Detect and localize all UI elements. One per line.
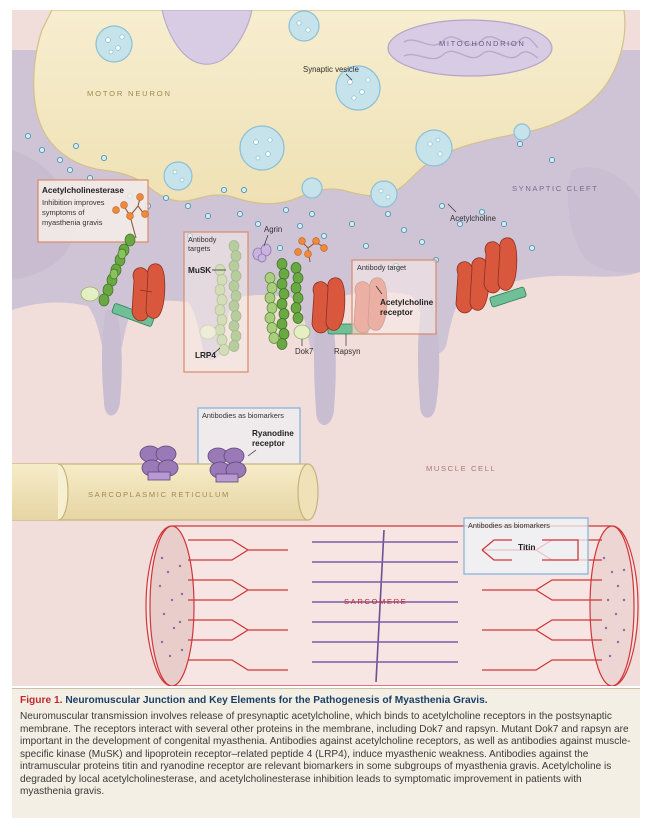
agrin-like-molecule	[294, 237, 328, 263]
mitochondrion: MITOCHONDRION	[161, 10, 553, 77]
musk-label: MuSK	[188, 266, 211, 275]
acetylcholinesterase-line-2: symptoms of	[42, 208, 85, 217]
muscle-cell-label: MUSCLE CELL	[426, 464, 496, 473]
synaptic-cleft-label: SYNAPTIC CLEFT	[512, 184, 599, 193]
synaptic-vesicles	[95, 10, 531, 208]
ryanodine-box-header: Antibodies as biomarkers	[202, 411, 284, 420]
titin-label: Titin	[518, 542, 536, 552]
acetylcholinesterase-line-1: Inhibition improves	[42, 198, 105, 207]
lrp4-pointer	[211, 347, 221, 356]
acetylcholinesterase-title: Acetylcholinesterase	[42, 186, 124, 195]
agrin-label: Agrin	[264, 225, 282, 234]
acetylcholinesterase-molecule	[112, 193, 149, 239]
agrin-molecule	[252, 243, 272, 263]
receptor-pointer	[375, 285, 383, 295]
ryanodine-pointer	[247, 449, 257, 457]
ryanodine-line-1: Ryanodine	[252, 429, 294, 438]
synaptic-vesicle-label: Synaptic vesicle	[303, 65, 359, 74]
acetylcholine-label: Acetylcholine	[450, 214, 496, 223]
vesicle-pointer	[345, 73, 353, 81]
figure-label: Figure 1.	[20, 695, 63, 706]
caption-title: Figure 1. Neuromuscular Junction and Key…	[20, 695, 488, 706]
acetylcholine-receptor-line-1: Acetylcholine	[380, 298, 434, 307]
titin-box-header: Antibodies as biomarkers	[468, 521, 550, 530]
figure-title: Neuromuscular Junction and Key Elements …	[65, 695, 488, 706]
lrp4-label: LRP4	[195, 351, 216, 360]
antibody-targets-line-1: Antibody	[188, 235, 217, 244]
acetylcholinesterase-line-3: myasthenia gravis	[42, 218, 103, 227]
antibody-target-header: Antibody target	[357, 263, 406, 272]
sarcoplasmic-reticulum-label: SARCOPLASMIC RETICULUM	[88, 490, 230, 499]
dok7-label: Dok7	[295, 347, 313, 356]
caption-panel: Figure 1. Neuromuscular Junction and Key…	[12, 688, 640, 818]
sarcomere-label: SARCOMERE	[344, 597, 407, 606]
agrin-pointer	[263, 234, 269, 247]
acetylcholine-pointer	[447, 203, 457, 213]
acetylcholinesterase-box: Acetylcholinesterase Inhibition improves…	[37, 179, 149, 243]
rapsyn-label: Rapsyn	[334, 347, 360, 356]
antibody-target-box: Antibody target Acetylcholine receptor	[351, 259, 437, 335]
mitochondrion-label: MITOCHONDRION	[439, 39, 525, 48]
caption-body: Neuromuscular transmission involves rele…	[20, 711, 631, 798]
titin-box: Antibodies as biomarkers Titin	[463, 517, 589, 575]
ryanodine-line-2: receptor	[252, 439, 286, 448]
vesicle-contents	[105, 20, 443, 200]
motor-neuron-label: MOTOR NEURON	[87, 89, 172, 98]
antibody-targets-box: Antibody targets MuSK LRP4	[183, 231, 249, 373]
illustration: MOTOR NEURON MITOCHONDRION	[12, 10, 640, 686]
ryanodine-receptors	[139, 445, 247, 483]
acetylcholine-receptor-line-2: receptor	[380, 308, 414, 317]
sarcoplasmic-reticulum: SARCOPLASMIC RETICULUM	[12, 463, 319, 521]
antibody-targets-line-2: targets	[188, 244, 211, 253]
